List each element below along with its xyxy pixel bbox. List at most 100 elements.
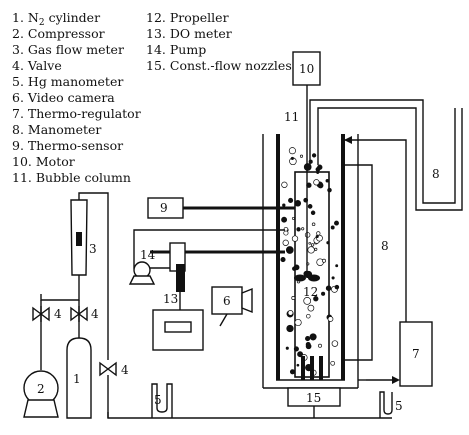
- bubble: [285, 346, 289, 350]
- legend-item-4: 4. Valve: [12, 58, 62, 73]
- propeller-blade-left: [294, 274, 306, 282]
- bubble: [285, 246, 294, 254]
- label-8a: 8: [381, 239, 389, 253]
- label-4a: 4: [54, 307, 62, 321]
- valve-junction-pipe: [40, 294, 80, 301]
- bubble: [334, 284, 340, 290]
- do-meter-display: [164, 321, 192, 333]
- bubble: [297, 351, 304, 358]
- thermo-sensor: 9: [147, 197, 295, 219]
- bubble: [330, 360, 336, 366]
- regulator-return-line: [344, 139, 407, 322]
- bubble: [307, 204, 313, 209]
- manometer-right: 8: [309, 99, 463, 211]
- bubble: [327, 187, 332, 193]
- bubble: [291, 216, 295, 220]
- bubble: [291, 296, 296, 300]
- legend-item-11: 11. Bubble column: [12, 170, 131, 185]
- valve-bottom-icon: [99, 361, 117, 377]
- bubble: [325, 178, 330, 183]
- pump-base: [128, 275, 156, 285]
- hg-manometer-left: 5: [151, 383, 173, 418]
- bubble: [281, 216, 288, 223]
- bubble: [330, 225, 335, 230]
- thermo-regulator: 7 8: [343, 136, 433, 387]
- cylinder-body: [66, 337, 92, 419]
- bubble: [301, 227, 305, 231]
- label-13: 13: [163, 292, 178, 306]
- motor-and-propeller: 10 12: [292, 51, 321, 299]
- do-meter-system: 14 13: [128, 229, 285, 351]
- do-electrode: [176, 264, 185, 292]
- label-12: 12: [303, 285, 318, 299]
- bubble: [305, 341, 311, 347]
- bubble: [316, 231, 321, 236]
- gas-supply-piping: [40, 192, 392, 419]
- legend-item-14: 14. Pump: [146, 42, 206, 57]
- bubble: [299, 154, 304, 158]
- hg-manometer-right: 5: [379, 391, 403, 418]
- gas-flow-meter: 3: [70, 199, 97, 276]
- supply-arrow: [392, 376, 400, 384]
- bubble: [318, 343, 322, 348]
- legend-item-13: 13. DO meter: [146, 26, 232, 41]
- bubble: [291, 235, 299, 242]
- label-10: 10: [299, 62, 314, 76]
- label-3: 3: [89, 242, 97, 256]
- bubble: [283, 230, 289, 236]
- label-8b: 8: [432, 167, 440, 181]
- legend-left: 1. N2 cylinder 2. Compressor 3. Gas flow…: [12, 10, 141, 185]
- bubble: [331, 276, 335, 280]
- label-15: 15: [306, 391, 321, 405]
- bubble: [313, 296, 319, 302]
- bubble: [282, 203, 286, 207]
- bubble: [305, 336, 311, 342]
- camera-tripod: [219, 313, 228, 327]
- bubble: [294, 318, 302, 327]
- compressor: 2: [23, 370, 59, 418]
- bubble: [307, 304, 315, 312]
- legend-item-12: 12. Propeller: [146, 10, 229, 25]
- bubble: [303, 163, 312, 171]
- bubble-column: 11: [262, 110, 359, 389]
- label-5b: 5: [395, 399, 403, 413]
- bubble: [281, 181, 288, 188]
- legend-item-1: 1. N2 cylinder: [12, 10, 100, 28]
- bubble: [315, 234, 319, 239]
- label-7: 7: [412, 347, 420, 361]
- propeller-blade-right: [308, 274, 320, 282]
- bubble: [303, 297, 312, 305]
- legend-right: 12. Propeller 13. DO meter 14. Pump 15. …: [146, 10, 292, 73]
- label-5a: 5: [154, 393, 162, 407]
- flowmeter-top-pipe: [78, 192, 109, 200]
- bubble: [290, 156, 294, 160]
- bubble: [309, 333, 317, 341]
- bubble: [288, 147, 296, 155]
- valve-middle: 4: [70, 306, 99, 322]
- thermo-regulator-box: [399, 321, 433, 387]
- valve-left: 4: [32, 306, 62, 322]
- bubble: [307, 246, 315, 254]
- return-arrow: [344, 136, 352, 144]
- bubble: [280, 257, 286, 263]
- bubbles: [280, 147, 340, 376]
- flowmeter-float: [76, 232, 82, 246]
- bubble: [282, 239, 289, 246]
- bubble: [308, 241, 312, 245]
- bubble: [310, 243, 315, 247]
- bubble: [315, 167, 321, 172]
- bubble: [289, 369, 296, 375]
- bubble: [314, 247, 318, 251]
- bubble: [306, 313, 311, 319]
- bubble: [325, 285, 332, 291]
- hg-manometer-left-tube: [151, 383, 173, 418]
- camera-lens: [241, 287, 253, 314]
- const-flow-nozzles: 15: [287, 356, 341, 418]
- legend-item-15: 15. Const.-flow nozzles: [146, 58, 292, 73]
- label-4c: 4: [121, 363, 129, 377]
- label-2: 2: [37, 382, 45, 396]
- manometer-inner-tube: [317, 107, 463, 211]
- manometer-outer-tube: [309, 99, 456, 204]
